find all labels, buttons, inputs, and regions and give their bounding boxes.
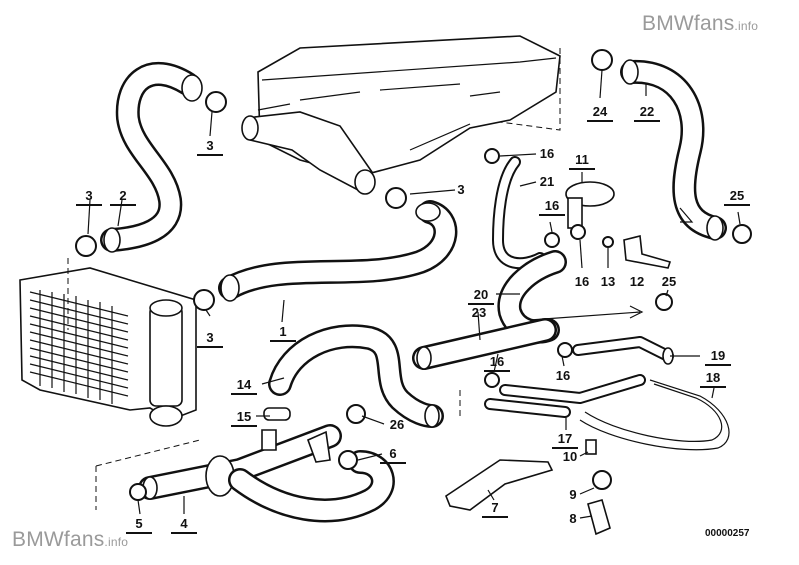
hose-21	[492, 156, 546, 270]
diagram-code: 00000257	[705, 528, 750, 539]
callout-1: 1	[270, 324, 296, 342]
watermark-suffix: .info	[734, 19, 759, 33]
bracket-12	[623, 235, 672, 269]
callout-3: 3	[76, 188, 102, 206]
leader-lines	[67, 48, 561, 510]
callout-26: 26	[389, 417, 405, 432]
callout-14: 14	[231, 377, 257, 395]
callout-23: 23	[471, 305, 487, 320]
callout-13: 13	[600, 274, 616, 289]
callout-15: 15	[231, 409, 257, 427]
callout-21: 21	[539, 174, 555, 189]
callout-19: 19	[705, 348, 731, 366]
cap-11	[565, 181, 615, 229]
callout-9: 9	[569, 487, 577, 502]
watermark-brand: BMWfans	[642, 12, 735, 35]
callout-7: 7	[482, 500, 508, 518]
pipe-17	[484, 374, 646, 418]
callout-3: 3	[457, 182, 465, 197]
watermark-suffix: .info	[104, 535, 129, 549]
callout-16: 16	[484, 354, 510, 372]
bracket-7	[445, 459, 554, 511]
hose-20	[497, 250, 644, 344]
callout-3: 3	[197, 138, 223, 156]
radiator	[19, 267, 197, 427]
callout-18: 18	[700, 370, 726, 388]
callout-22: 22	[634, 104, 660, 122]
callout-6: 6	[380, 446, 406, 464]
callout-25: 25	[724, 188, 750, 206]
callout-11: 11	[569, 152, 595, 170]
thermostat-housing	[241, 111, 376, 195]
hose-22	[620, 59, 727, 241]
clamps	[75, 49, 752, 536]
watermark-bottom: BMWfans.info	[12, 528, 128, 552]
callout-16: 16	[539, 146, 555, 161]
callout-2: 2	[110, 188, 136, 206]
callout-17: 17	[552, 431, 578, 449]
hose-18	[579, 379, 730, 451]
pipe-23	[412, 318, 557, 370]
callout-8: 8	[569, 511, 577, 526]
callout-16: 16	[555, 368, 571, 383]
callout-25: 25	[661, 274, 677, 289]
callout-16: 16	[539, 198, 565, 216]
callout-16: 16	[574, 274, 590, 289]
callout-3: 3	[197, 330, 223, 348]
hose-14	[268, 324, 444, 428]
pipe-19	[572, 336, 674, 365]
callout-24: 24	[587, 104, 613, 122]
callout-20: 20	[468, 287, 494, 305]
callout-12: 12	[629, 274, 645, 289]
callout-10: 10	[562, 449, 578, 464]
watermark-top: BMWfans.info	[642, 12, 758, 36]
watermark-brand: BMWfans	[12, 528, 105, 551]
hose-1	[218, 200, 458, 302]
hose-lower-loop	[228, 450, 395, 523]
callout-5: 5	[126, 516, 152, 534]
callout-4: 4	[171, 516, 197, 534]
hose-2	[100, 62, 203, 253]
